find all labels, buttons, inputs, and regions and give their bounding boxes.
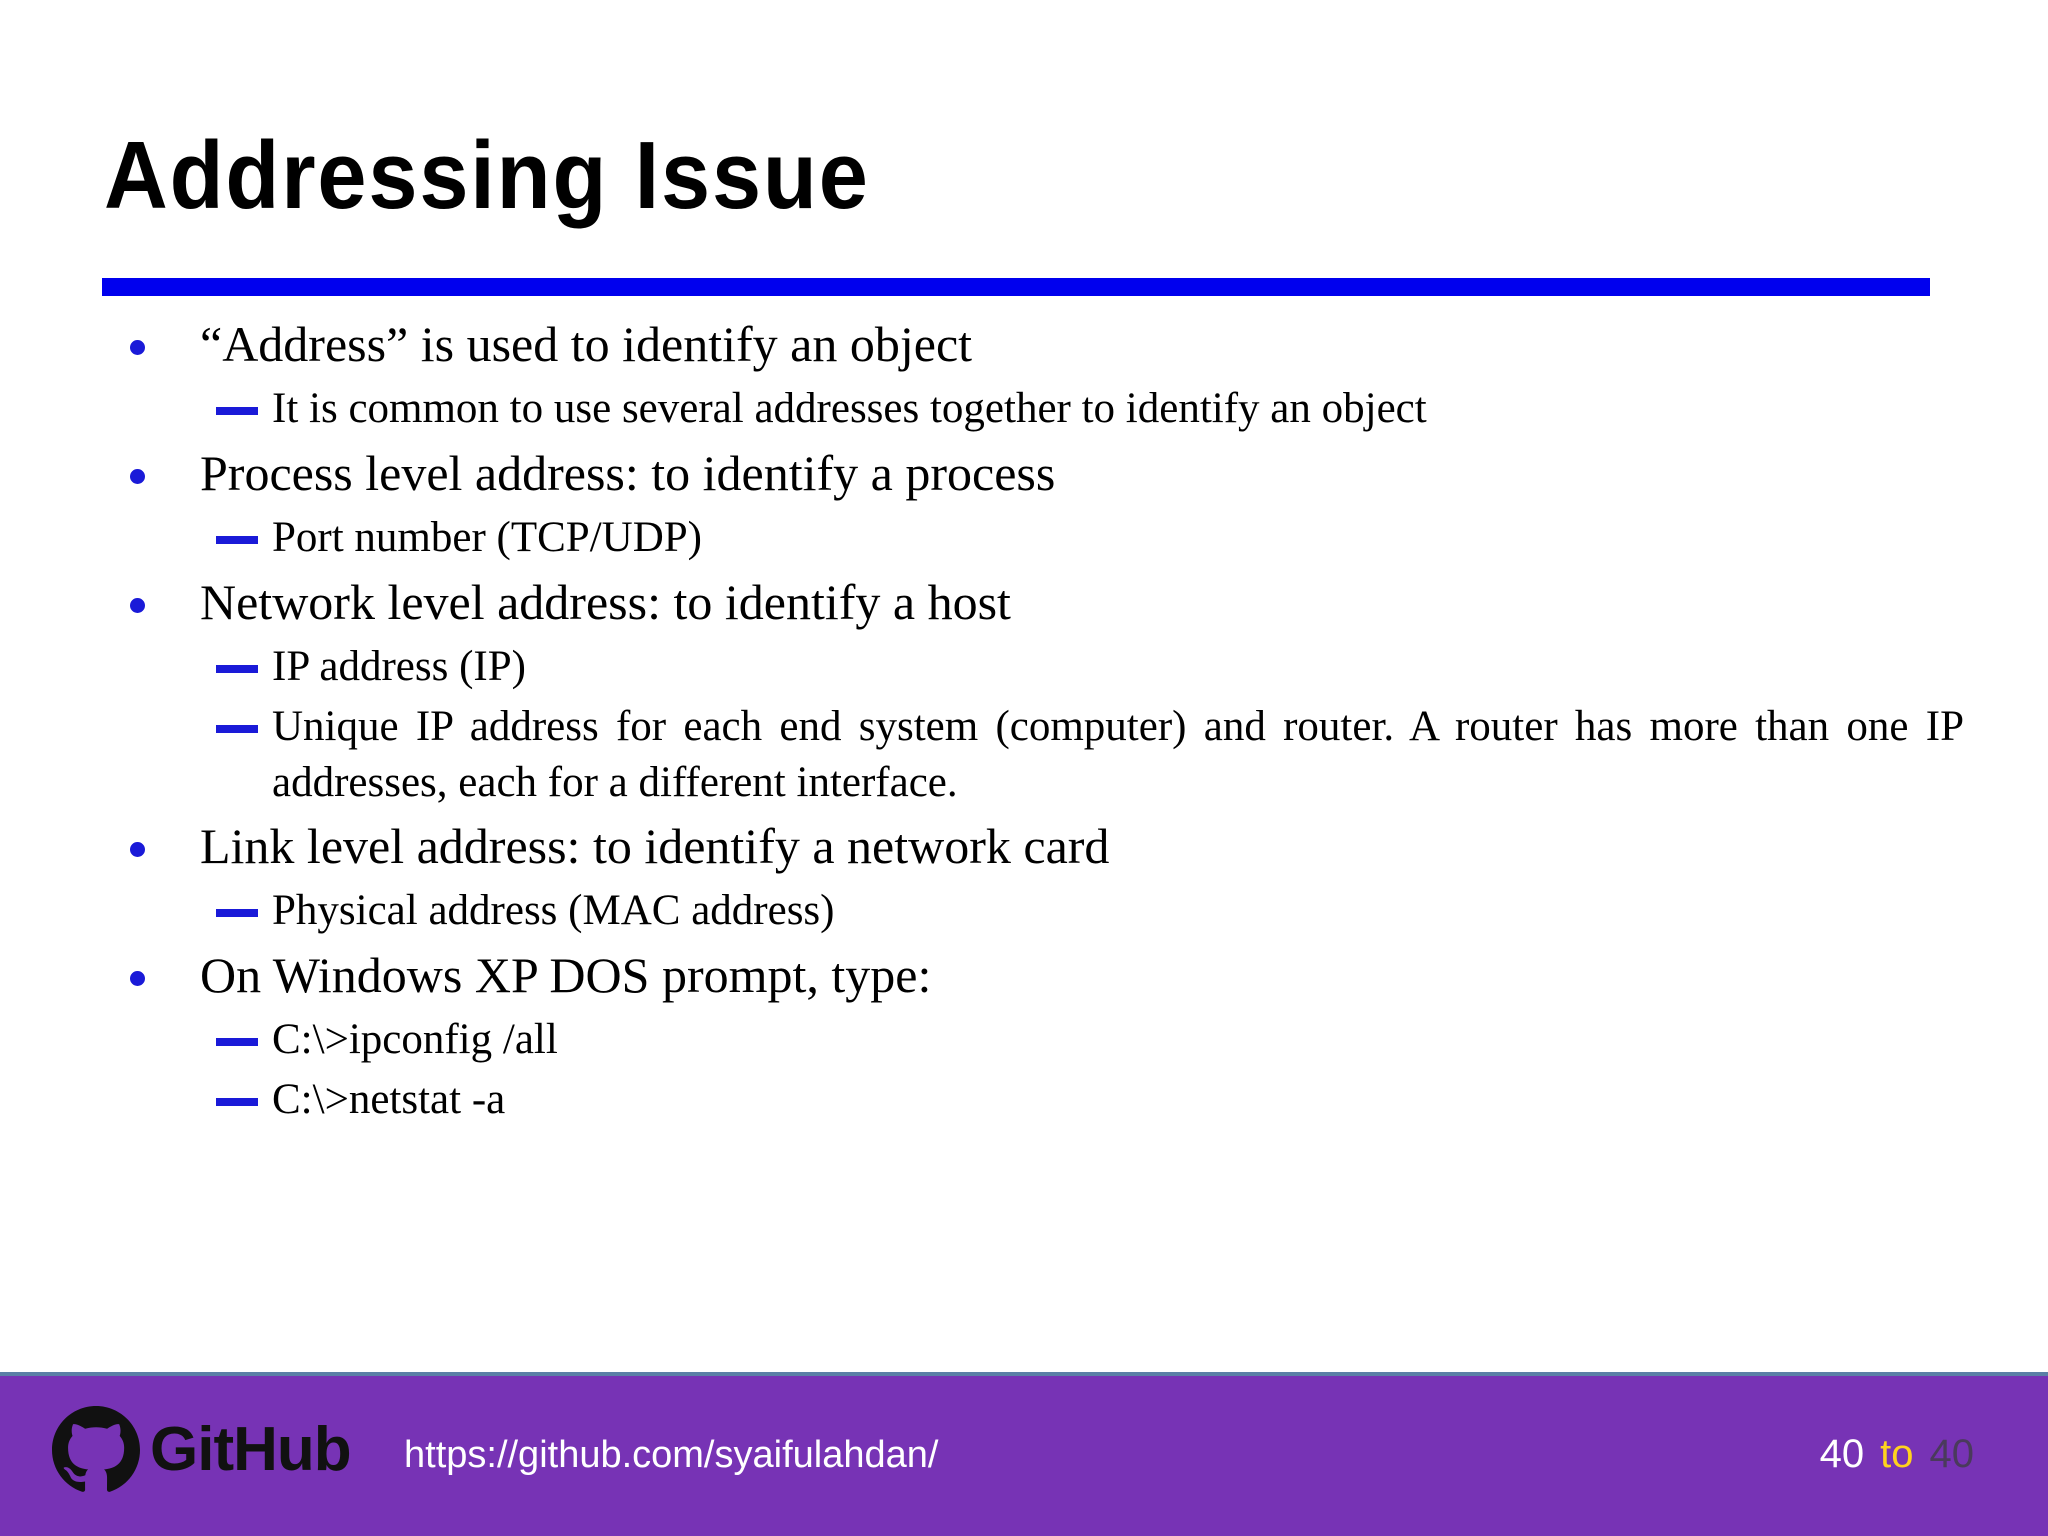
bullet-text: Process level address: to identify a pro… [200,444,1056,501]
bullet-item-level2: It is common to use several addresses to… [104,381,1964,437]
footer-bar: GitHub https://github.com/syaifulahdan/ … [0,1372,2048,1536]
bullet-dot-icon [130,468,145,484]
page-indicator: 40 to 40 [1820,1432,1974,1477]
bullet-item-level1: “Address” is used to identify an object [104,312,1964,377]
bullet-text: Physical address (MAC address) [272,887,835,935]
bullet-item-level2: IP address (IP) [104,639,1964,695]
bullet-text: Port number (TCP/UDP) [272,513,702,561]
bullet-dash-icon [216,909,258,918]
bullet-dash-icon [216,724,258,733]
bullet-text: C:\>netstat -a [272,1076,506,1124]
bullet-item-level1: Process level address: to identify a pro… [104,441,1964,506]
bullet-item-level2: C:\>ipconfig /all [104,1012,1964,1068]
bullet-dot-icon [130,842,145,858]
bullet-item-level1: Network level address: to identify a hos… [104,570,1964,635]
bullet-item-level2: Port number (TCP/UDP) [104,510,1964,566]
title-underline-rule [102,278,1930,296]
github-wordmark-label: GitHub [150,1415,352,1484]
bullet-text: Unique IP address for each end system (c… [272,702,1964,806]
bullet-text: IP address (IP) [272,642,526,690]
bullet-text: Link level address: to identify a networ… [200,818,1110,875]
bullet-text: Network level address: to identify a hos… [200,573,1011,630]
bullet-item-level2: Unique IP address for each end system (c… [104,699,1964,811]
page-current-number: 40 [1819,1432,1865,1476]
bullet-text: C:\>ipconfig /all [272,1016,558,1064]
bullet-dash-icon [216,1038,258,1047]
bullet-dot-icon [130,597,145,613]
bullet-dot-icon [130,340,145,355]
bullet-text: “Address” is used to identify an object [200,316,973,372]
github-mark-icon [52,1406,140,1492]
bullet-dot-icon [130,971,145,987]
page-title: Addressing Issue [104,122,870,229]
bullet-dash-icon [216,535,258,544]
github-url-link[interactable]: https://github.com/syaifulahdan/ [404,1434,939,1476]
bullet-item-level2: C:\>netstat -a [104,1072,1964,1128]
page-total-number: 40 [1929,1432,1975,1476]
bullet-dash-icon [216,1098,258,1107]
page-separator-label: to [1880,1432,1914,1476]
bullet-item-level1: Link level address: to identify a networ… [104,814,1964,879]
bullet-list: “Address” is used to identify an object … [104,312,1964,1132]
bullet-item-level2: Physical address (MAC address) [104,883,1964,939]
bullet-item-level1: On Windows XP DOS prompt, type: [104,943,1964,1008]
bullet-text: It is common to use several addresses to… [272,385,1427,432]
bullet-dash-icon [216,407,258,415]
bullet-text: On Windows XP DOS prompt, type: [200,947,932,1004]
github-logo: GitHub [52,1406,352,1494]
bullet-dash-icon [216,664,258,673]
title-block: Addressing Issue [104,128,1944,224]
